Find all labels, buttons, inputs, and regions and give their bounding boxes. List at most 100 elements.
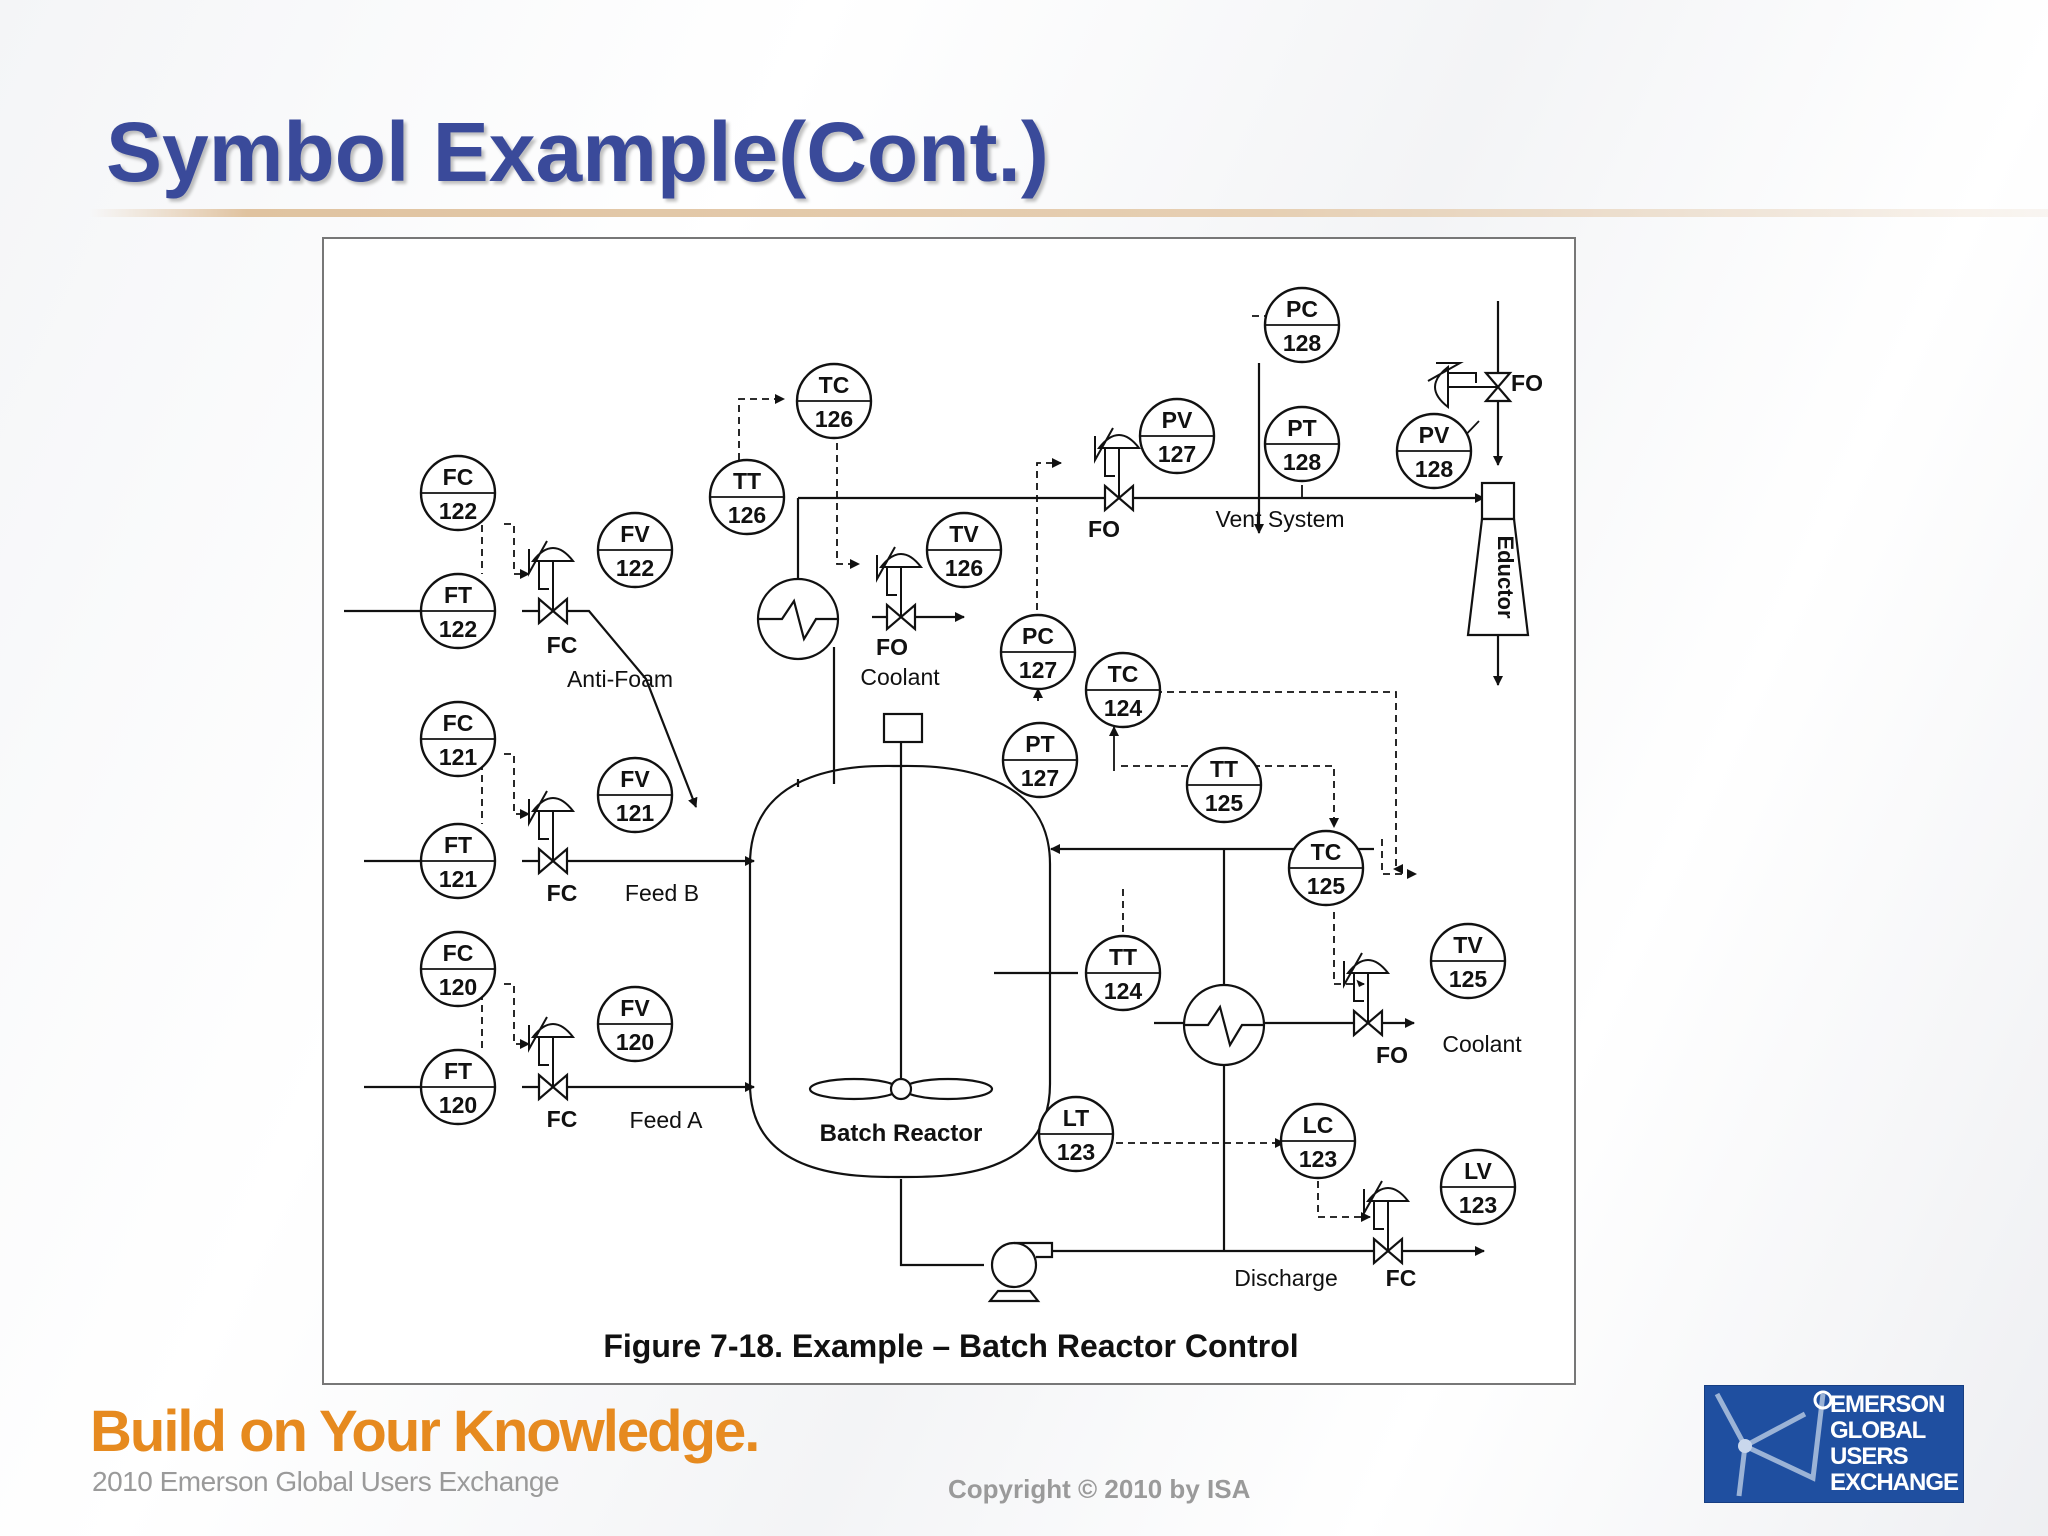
coolant-label-right: Coolant [1442, 1031, 1522, 1057]
instrument-tag-function: LV [1464, 1158, 1492, 1184]
batch-reactor-label: Batch Reactor [820, 1120, 983, 1147]
control-valve [1343, 952, 1391, 1038]
instrument-lc123: LC 123 [1279, 1102, 1357, 1180]
instrument-tag-function: PV [1162, 407, 1193, 433]
control-valve [528, 540, 576, 626]
instrument-tag-function: TV [949, 521, 979, 547]
copyright-notice: Copyright © 2010 by ISA [948, 1474, 1251, 1504]
instrument-tc126: TC 126 [795, 362, 873, 440]
instrument-tag-number: 124 [1104, 978, 1143, 1004]
coolant-label-top: Coolant [860, 664, 940, 690]
heat-exchanger-2 [1182, 983, 1266, 1067]
vent-system-label: Vent System [1215, 506, 1344, 532]
eductor-label: Eductor [1493, 535, 1518, 619]
instrument-tag-function: FV [620, 995, 650, 1021]
instrument-tag-number: 127 [1158, 441, 1196, 467]
instrument-tag-function: FV [620, 766, 650, 792]
brand-tagline: Build on Your Knowledge. [90, 1399, 760, 1464]
instrument-tt126: TT 126 [708, 458, 786, 536]
discharge-label: Discharge [1234, 1265, 1338, 1291]
fail-closed-label: FC [1386, 1265, 1417, 1291]
instrument-tag-function: TT [733, 468, 761, 494]
instrument-tv125: TV 125 [1429, 922, 1507, 1000]
instrument-tag-function: FT [444, 1058, 472, 1084]
feed-a-label: Feed A [630, 1107, 704, 1133]
instrument-tag-number: 122 [439, 498, 477, 524]
batch-reactor-vessel: Batch Reactor [748, 712, 1052, 1179]
title-underline [90, 209, 2048, 217]
instrument-tag-function: PC [1286, 296, 1318, 322]
control-valve [1094, 427, 1142, 513]
instrument-tag-function: FC [443, 464, 474, 490]
instrument-ft121: FT 121 [419, 822, 497, 900]
control-valve [876, 546, 924, 632]
instrument-tag-function: TV [1453, 932, 1483, 958]
instrument-tv126: TV 126 [925, 511, 1003, 589]
instrument-bubbles: FC122FT122FV122FC121FT121FV121FC120FT120… [419, 286, 1517, 1226]
instrument-pc127: PC 127 [999, 613, 1077, 691]
eductor: Eductor [1466, 481, 1530, 637]
instrument-tag-function: TT [1109, 944, 1137, 970]
instrument-tag-function: TT [1210, 756, 1238, 782]
instrument-tag-number: 127 [1021, 765, 1059, 791]
logo-line: EXCHANGE [1830, 1469, 1959, 1496]
logo-line: USERS [1830, 1443, 1909, 1470]
instrument-tag-number: 122 [616, 555, 654, 581]
instrument-pc128: PC 128 [1263, 286, 1341, 364]
instrument-ft120: FT 120 [419, 1048, 497, 1126]
control-valve [1363, 1180, 1411, 1266]
instrument-tag-number: 120 [439, 1092, 477, 1118]
instrument-tag-number: 125 [1449, 966, 1488, 992]
fail-closed-label: FC [547, 1106, 578, 1132]
instrument-tag-number: 123 [1299, 1146, 1337, 1172]
instrument-tag-number: 121 [439, 866, 478, 892]
instrument-tag-function: TC [819, 372, 850, 398]
instrument-tag-function: FT [444, 582, 472, 608]
instrument-tag-function: TC [1311, 839, 1342, 865]
instrument-tag-function: PC [1022, 623, 1054, 649]
discharge-pump [987, 1241, 1054, 1303]
heat-exchanger-1 [756, 577, 840, 661]
logo-line: GLOBAL [1830, 1417, 1926, 1444]
instrument-tag-number: 121 [616, 800, 655, 826]
network-graphic-icon [1714, 1390, 1833, 1497]
instrument-tag-number: 126 [815, 406, 853, 432]
instrument-tag-function: PT [1287, 415, 1316, 441]
control-valves [528, 362, 1513, 1266]
batch-reactor-diagram: Batch Reactor Eductor FC122FT122FV122FC1… [344, 286, 1543, 1364]
instrument-pt127: PT 127 [1001, 721, 1079, 799]
instrument-pv127: PV 127 [1138, 397, 1216, 475]
fail-closed-label: FC [547, 880, 578, 906]
instrument-tag-function: FV [620, 521, 650, 547]
logo-line: EMERSON [1830, 1391, 1945, 1418]
instrument-tag-number: 128 [1283, 449, 1322, 475]
instrument-tt124: TT 124 [1084, 934, 1162, 1012]
instrument-tag-function: FC [443, 940, 474, 966]
instrument-fv121: FV 121 [596, 756, 674, 834]
instrument-fv122: FV 122 [596, 511, 674, 589]
instrument-tag-number: 121 [439, 744, 478, 770]
slide-title: Symbol Example(Cont.) [106, 105, 1049, 199]
instrument-fc121: FC 121 [419, 700, 497, 778]
control-valve [528, 790, 576, 876]
instrument-tag-number: 128 [1283, 330, 1322, 356]
instrument-tag-function: LC [1303, 1112, 1334, 1138]
instrument-tag-function: PT [1025, 731, 1054, 757]
instrument-tag-function: FC [443, 710, 474, 736]
instrument-tag-number: 124 [1104, 695, 1143, 721]
control-valve [1427, 362, 1513, 410]
instrument-tag-number: 126 [945, 555, 983, 581]
fail-open-label: FO [1088, 516, 1120, 542]
instrument-tag-number: 126 [728, 502, 766, 528]
instrument-tag-function: FT [444, 832, 472, 858]
instrument-tag-number: 128 [1415, 456, 1454, 482]
instrument-tag-number: 127 [1019, 657, 1057, 683]
